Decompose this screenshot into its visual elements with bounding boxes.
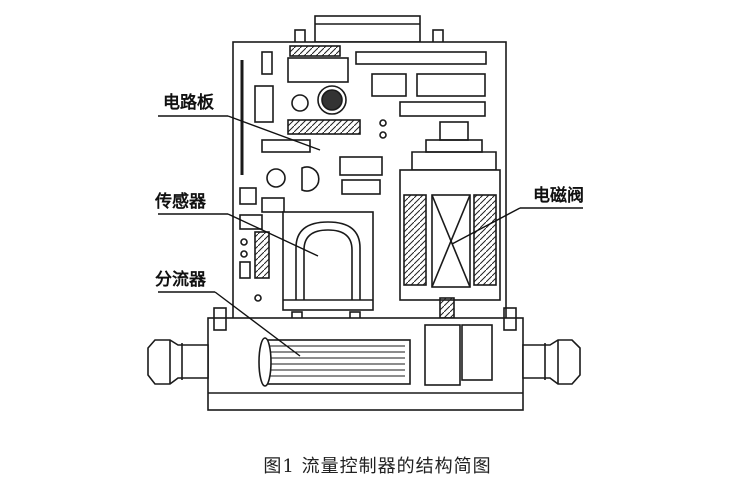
fitting-right: [522, 339, 581, 385]
chip-mid-1: [339, 156, 383, 176]
chip-bar: [287, 119, 361, 135]
top-connector: [314, 15, 421, 43]
chip-left-1: [261, 197, 285, 213]
pot-small: [291, 94, 309, 112]
coil-left: [403, 194, 427, 286]
label-circuit-board: 电路板: [163, 92, 215, 113]
chip-right-2: [416, 73, 486, 97]
chip-left-3: [254, 231, 270, 279]
plunger: [431, 194, 471, 288]
chip-mid-2: [341, 179, 381, 195]
chip-left-2: [239, 214, 263, 230]
fitting-left: [147, 339, 209, 385]
sensor-tube: [295, 221, 361, 300]
screw-left: [213, 307, 227, 331]
component-small-1: [261, 51, 273, 75]
label-sensor: 传感器: [154, 191, 207, 212]
screw-right: [503, 307, 517, 331]
label-solenoid-valve: 电磁阀: [533, 185, 584, 206]
component-left-tall: [254, 85, 274, 123]
label-shunt: 分流器: [155, 269, 207, 290]
sensor-block: [282, 211, 374, 311]
figure-caption: 图1 流量控制器的结构简图: [263, 456, 492, 477]
component-small-2: [239, 187, 257, 205]
capacitor-2: [301, 166, 320, 192]
coil-right: [473, 194, 497, 286]
capacitor-1: [266, 168, 286, 188]
dip-switch: [289, 45, 341, 57]
chip-top: [287, 57, 349, 83]
pot-large: [317, 85, 347, 115]
valve-stem: [439, 297, 455, 319]
chip-top-right: [355, 51, 487, 65]
chip-right-1: [371, 73, 407, 97]
chip-right-3: [399, 101, 486, 117]
